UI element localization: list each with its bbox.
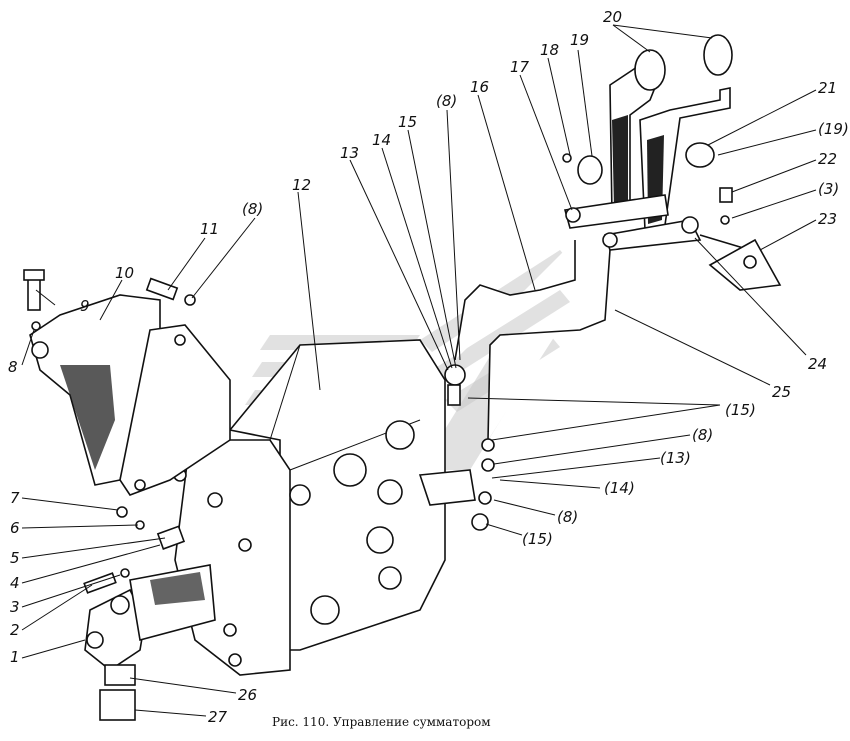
label-19: 19 <box>570 31 589 49</box>
label-20: 20 <box>603 8 622 26</box>
label-12: 12 <box>292 176 311 194</box>
label-16: 16 <box>470 78 489 96</box>
bracket-10 <box>29 294 231 496</box>
label-8p-c: (8) <box>557 508 578 526</box>
label-8p-b: (8) <box>692 426 713 444</box>
callout-labels: 1 2 3 4 5 6 7 8 9 10 11 (8) 12 13 14 15 … <box>8 8 849 726</box>
label-18: 18 <box>540 41 559 59</box>
label-1: 1 <box>10 648 20 666</box>
label-13p: (13) <box>660 449 691 467</box>
label-21: 21 <box>818 79 837 97</box>
control-rods <box>418 240 611 531</box>
label-9: 9 <box>80 297 90 315</box>
label-17: 17 <box>510 58 530 76</box>
label-2: 2 <box>10 621 20 639</box>
label-25: 25 <box>772 383 791 401</box>
label-3: 3 <box>10 598 20 616</box>
label-26: 26 <box>238 686 257 704</box>
label-7: 7 <box>10 489 20 507</box>
label-19p: (19) <box>818 120 849 138</box>
label-10: 10 <box>115 264 134 282</box>
label-5: 5 <box>10 549 20 567</box>
label-24: 24 <box>808 355 827 373</box>
label-23: 23 <box>818 210 837 228</box>
label-8p-top-mid: (8) <box>436 92 457 110</box>
label-8: 8 <box>8 358 18 376</box>
label-3p: (3) <box>818 180 839 198</box>
label-14: 14 <box>372 131 391 149</box>
label-14p: (14) <box>604 479 635 497</box>
label-6: 6 <box>10 519 20 537</box>
label-13: 13 <box>340 144 359 162</box>
leader-lines <box>21 24 817 717</box>
label-4: 4 <box>10 574 20 592</box>
label-15: 15 <box>398 113 417 131</box>
label-15p-b: (15) <box>522 530 553 548</box>
label-15p-a: (15) <box>725 401 756 419</box>
label-22: 22 <box>818 150 837 168</box>
figure-caption: Рис. 110. Управление сумматором <box>272 715 491 729</box>
label-27: 27 <box>208 708 228 726</box>
lever-assembly <box>562 34 782 291</box>
label-11: 11 <box>200 220 219 238</box>
label-8p-top-left: (8) <box>242 200 263 218</box>
